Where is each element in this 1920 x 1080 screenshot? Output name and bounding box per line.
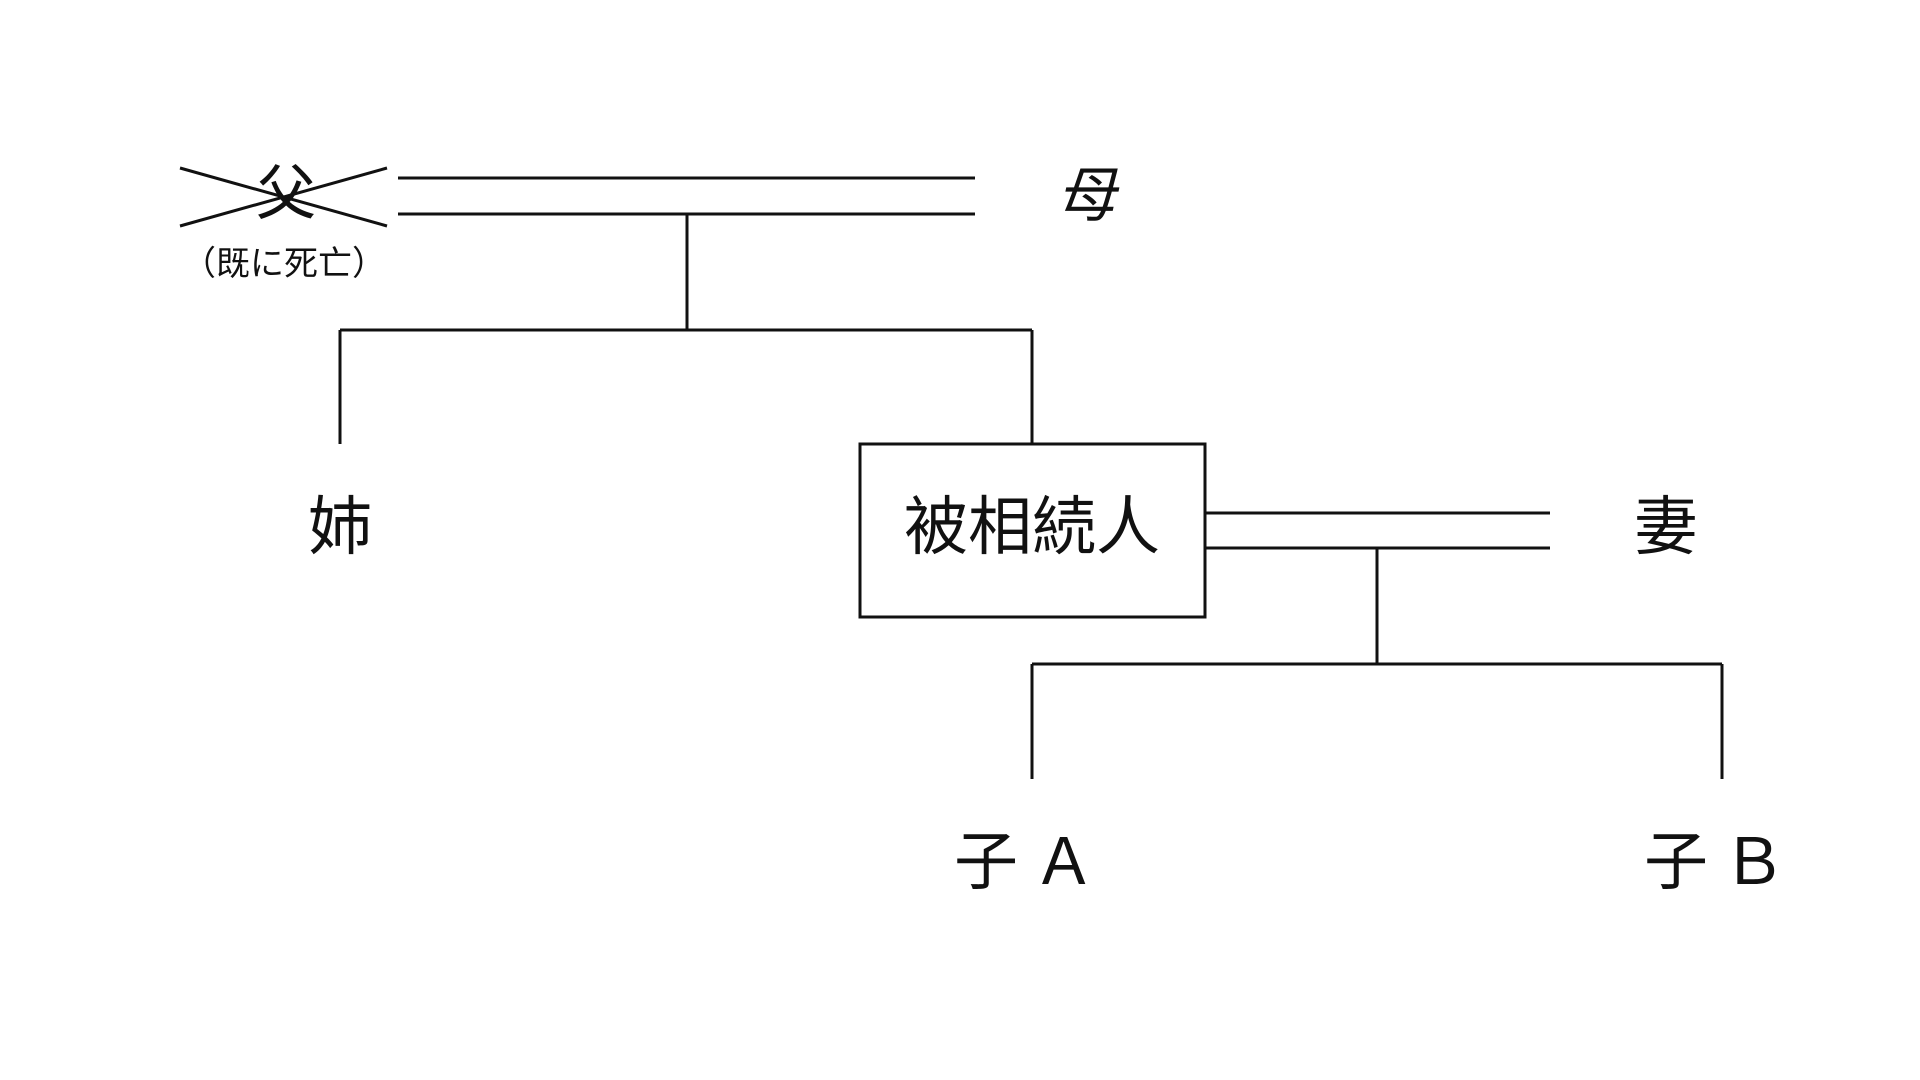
decedent-box — [858, 442, 1207, 619]
mother-label: 母 — [1053, 161, 1129, 231]
decedent-label: 被相続人 — [904, 491, 1160, 565]
father-label: 父 — [256, 159, 316, 229]
sister-label: 姉 — [308, 491, 372, 565]
wife-label: 妻 — [1634, 491, 1698, 565]
father-deceased-note: （既に死亡） — [182, 244, 386, 284]
child-b-label: 子Ｂ — [1644, 826, 1800, 898]
deceased-cross-line-2 — [179, 166, 388, 228]
child-a-label: 子Ａ — [954, 826, 1110, 898]
